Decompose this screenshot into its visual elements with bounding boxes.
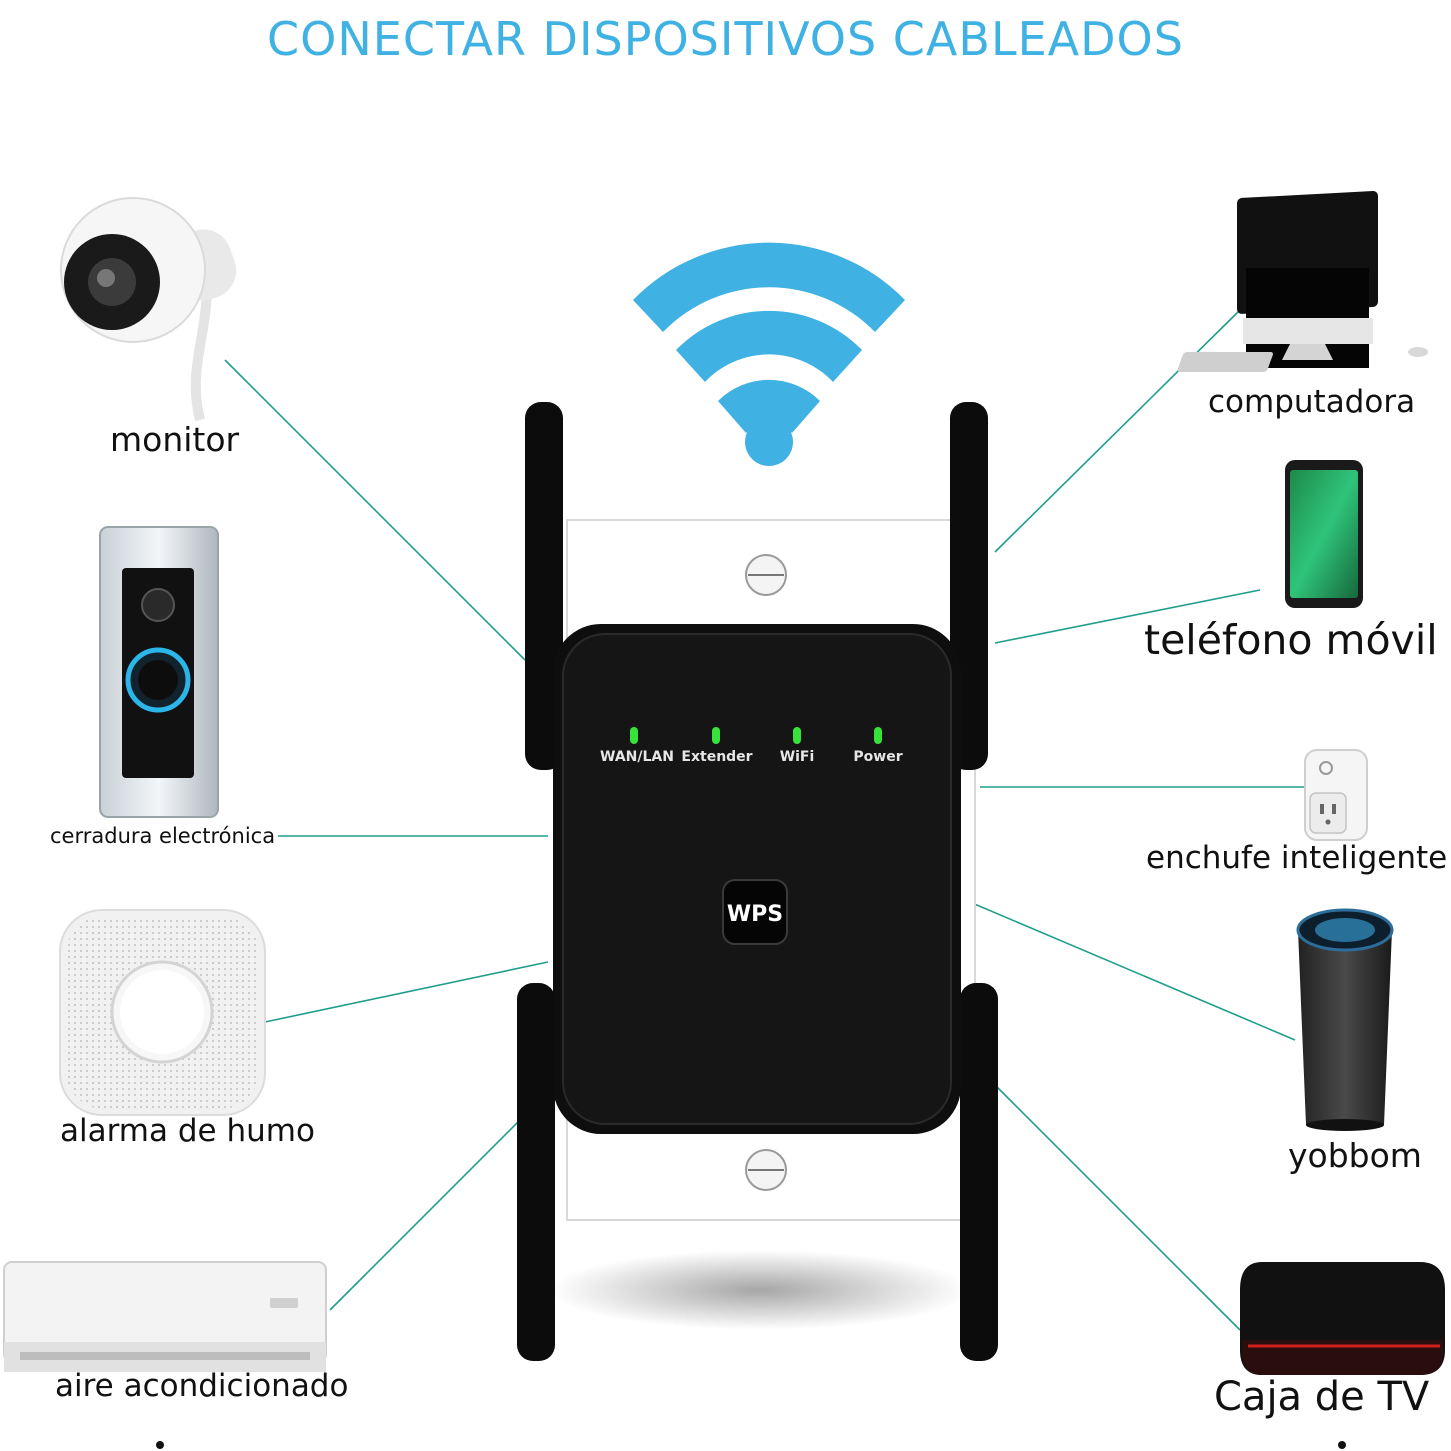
security-camera-icon xyxy=(60,197,237,422)
antenna-bottom-left xyxy=(517,983,555,1361)
label-mobile-phone: teléfono móvil xyxy=(1144,616,1438,664)
connector-smoke-alarm xyxy=(264,961,549,1023)
label-tv-box: Caja de TV xyxy=(1214,1374,1430,1420)
led-wifi xyxy=(793,727,801,744)
video-doorbell-icon xyxy=(99,526,219,818)
page-title: CONECTAR DISPOSITIVOS CABLEADOS xyxy=(267,12,1184,66)
smart-speaker-icon xyxy=(1296,908,1394,1131)
label-monitor: monitor xyxy=(110,420,240,459)
led-label-wan-lan: WAN/LAN xyxy=(600,749,674,765)
bullet-dot-left xyxy=(156,1441,164,1449)
bullet-dot-right xyxy=(1338,1441,1346,1449)
label-computer: computadora xyxy=(1208,384,1416,420)
wifi-icon xyxy=(633,242,905,466)
desktop-computer-icon xyxy=(1177,191,1428,372)
label-smoke-alarm: alarma de humo xyxy=(60,1113,315,1149)
label-speaker: yobbom xyxy=(1288,1136,1422,1175)
smart-plug-icon xyxy=(1304,749,1368,841)
led-indicators: WAN/LAN Extender WiFi Power xyxy=(600,727,903,765)
led-extender xyxy=(712,727,720,744)
led-label-wifi: WiFi xyxy=(780,749,815,765)
led-power xyxy=(874,727,882,744)
connector-air-conditioner xyxy=(329,1119,521,1311)
antenna-bottom-right xyxy=(960,983,998,1361)
wps-button-label: WPS xyxy=(727,902,783,927)
led-wan-lan xyxy=(630,727,638,744)
connector-computer xyxy=(994,309,1241,553)
label-air-conditioner: aire acondicionado xyxy=(55,1368,349,1404)
wps-button[interactable] xyxy=(722,879,788,945)
connector-tv-box xyxy=(994,1084,1241,1331)
tv-box-icon xyxy=(1240,1262,1445,1375)
wifi-extender: WAN/LAN Extender WiFi Power WPS xyxy=(517,402,998,1361)
connector-lines xyxy=(224,309,1305,1331)
smoke-alarm-icon xyxy=(59,909,266,1116)
connector-monitor xyxy=(224,359,526,661)
label-electronic-lock: cerradura electrónica xyxy=(50,824,276,848)
connector-phone xyxy=(994,589,1261,644)
connector-speaker xyxy=(964,899,1296,1041)
air-conditioner-icon xyxy=(3,1261,327,1372)
led-label-extender: Extender xyxy=(681,749,752,765)
led-label-power: Power xyxy=(853,749,902,765)
label-smart-plug: enchufe inteligente xyxy=(1146,840,1448,876)
mobile-phone-icon xyxy=(1285,460,1363,608)
